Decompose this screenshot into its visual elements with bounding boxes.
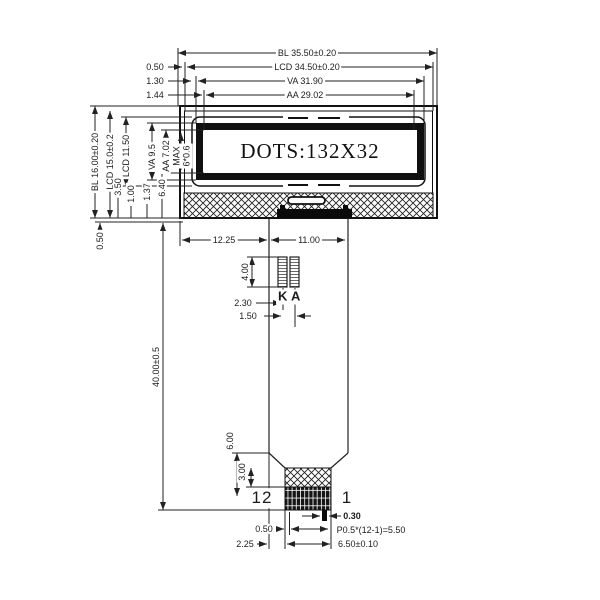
dim-300-label: 3.00 xyxy=(236,461,248,483)
dim-640-label: 6.40 xyxy=(156,177,168,199)
dim-1100-label: 11.00 xyxy=(296,234,322,246)
dim-lcd-width-label: LCD 34.50±0.20 xyxy=(272,61,342,73)
dim-max-label: MAX 6*0.6 xyxy=(171,143,193,169)
dim-pitch-label: P0.5*(12-1)=5.50 xyxy=(334,524,408,536)
dim-030-label: 0.30 xyxy=(341,510,363,522)
dim-400-label: 4.00 xyxy=(239,261,251,283)
dim-1225-label: 12.25 xyxy=(210,234,238,246)
dim-650-label: 6.50±0.10 xyxy=(336,538,380,550)
backlight-slot-and-contact-bar xyxy=(277,196,352,218)
viewing-area xyxy=(196,123,424,180)
connector xyxy=(284,467,332,521)
dim-050-bottom-label: 0.50 xyxy=(253,523,275,535)
dim-225-label: 2.25 xyxy=(234,538,256,550)
dim-bl-height-label: BL 16.00±0.20 xyxy=(89,130,101,194)
dim-va-height-label: VA 9.5 xyxy=(146,142,158,172)
dim-050-bottom-left-label: 0.50 xyxy=(94,230,106,252)
ka-pads xyxy=(277,256,300,288)
dim-offset-144-label: 1.44 xyxy=(144,89,166,101)
pad-k-label: K xyxy=(276,288,290,305)
pin-12-label: 12 xyxy=(249,488,275,508)
dim-100-label: 1.00 xyxy=(125,183,137,205)
dim-4000-label: 40.00±0.5 xyxy=(150,345,162,389)
dim-offset-130-label: 1.30 xyxy=(144,75,166,87)
dim-lcd2-height-label: LCD 11.50 xyxy=(120,132,132,180)
pad-a-label: A xyxy=(289,288,303,305)
pin-width-mark xyxy=(322,510,327,521)
dim-230-label: 2.30 xyxy=(232,297,254,309)
display-dots-text: DOTS:132X32 xyxy=(240,138,380,163)
dim-bl-width-label: BL 35.50±0.20 xyxy=(275,47,339,59)
dim-offset-050-label: 0.50 xyxy=(144,61,166,73)
dim-150-label: 1.50 xyxy=(237,310,259,322)
flex-cable xyxy=(268,218,349,469)
dim-aa-width-label: AA 29.02 xyxy=(284,89,326,101)
dim-aa-height-label: AA 7.02 xyxy=(160,138,172,174)
dim-va-width-label: VA 31.90 xyxy=(285,75,325,87)
dim-600-label: 6.00 xyxy=(224,430,236,452)
dim-137-label: 1.37 xyxy=(141,181,153,203)
dim-350-label: 3.50 xyxy=(112,176,124,198)
pin-1-label: 1 xyxy=(339,488,355,508)
